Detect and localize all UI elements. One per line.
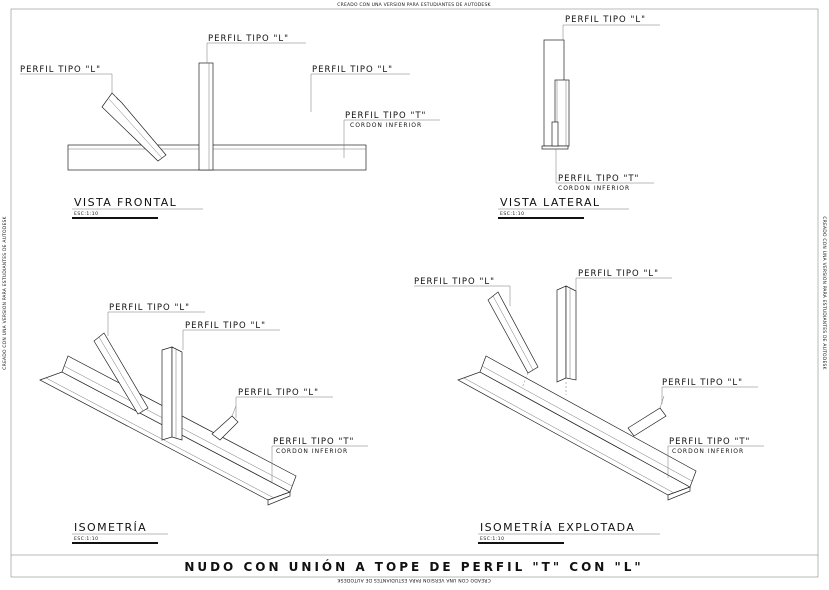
frontal-label-t-sub: CORDON INFERIOR — [350, 122, 422, 129]
exp-label-t-sub: CORDON INFERIOR — [672, 448, 744, 455]
frontal-vertical-l — [198, 62, 214, 171]
exp-label-l-b: PERFIL TIPO "L" — [578, 269, 659, 279]
frontal-t-chord — [67, 144, 367, 171]
watermark-bottom: CREADO CON UNA VERSION PARA ESTUDIANTES … — [336, 577, 490, 583]
view-lateral: PERFIL TIPO "L" PERFIL TIPO "T" CORDON I… — [498, 15, 660, 219]
iso-vertical-l — [161, 346, 173, 441]
watermark-right: CREADO CON UNA VERSION PARA ESTUDIANTES … — [821, 216, 827, 370]
exp-scale: ESC:1:10 — [480, 536, 504, 542]
iso-right-l — [211, 415, 239, 441]
lateral-label-l-top: PERFIL TIPO "L" — [565, 15, 646, 25]
frontal-label-t: PERFIL TIPO "T" — [345, 111, 426, 121]
lateral-scale: ESC:1:10 — [500, 211, 524, 217]
sheet-title: NUDO CON UNIÓN A TOPE DE PERFIL "T" CON … — [184, 559, 643, 574]
iso-scale: ESC:1:10 — [74, 536, 98, 542]
exp-label-t: PERFIL TIPO "T" — [669, 437, 750, 447]
exp-right-l — [627, 407, 667, 437]
frontal-label-l-top: PERFIL TIPO "L" — [208, 34, 289, 44]
frontal-label-l-left: PERFIL TIPO "L" — [20, 65, 101, 75]
frontal-label-l-right: PERFIL TIPO "L" — [312, 65, 393, 75]
exp-label-l-c: PERFIL TIPO "L" — [662, 378, 743, 388]
iso-label-l-b: PERFIL TIPO "L" — [185, 321, 266, 331]
watermark-left: CREADO CON UNA VERSION PARA ESTUDIANTES … — [2, 215, 8, 369]
frontal-scale: ESC:1:10 — [74, 211, 98, 217]
iso-label-l-a: PERFIL TIPO "L" — [109, 303, 190, 313]
exp-diagonal-l — [487, 291, 539, 374]
exp-vertical-l — [556, 285, 567, 383]
iso-label-t-sub: CORDON INFERIOR — [276, 448, 348, 455]
view-explotada: PERFIL TIPO "L" PERFIL TIPO "L" PERFIL T… — [414, 269, 764, 544]
exp-title: ISOMETRÍA EXPLOTADA — [480, 521, 635, 534]
iso-diagonal-l — [93, 332, 149, 415]
lateral-label-t-sub: CORDON INFERIOR — [558, 185, 630, 192]
iso-label-t: PERFIL TIPO "T" — [273, 437, 354, 447]
lateral-t-flange — [541, 145, 569, 150]
view-frontal: PERFIL TIPO "L" PERFIL TIPO "L" PERFIL T… — [20, 34, 440, 219]
iso-label-l-c: PERFIL TIPO "L" — [238, 388, 319, 398]
iso-title: ISOMETRÍA — [74, 521, 147, 534]
watermark-top: CREADO CON UNA VERSION PARA ESTUDIANTES … — [337, 2, 491, 8]
frontal-title: VISTA FRONTAL — [74, 196, 177, 209]
lateral-title: VISTA LATERAL — [500, 196, 600, 209]
exp-t-chord — [457, 371, 691, 496]
lateral-label-t: PERFIL TIPO "T" — [558, 174, 639, 184]
view-isometria: PERFIL TIPO "L" PERFIL TIPO "L" PERFIL T… — [39, 303, 368, 544]
exp-label-l-a: PERFIL TIPO "L" — [414, 277, 495, 287]
sheet-border — [10, 8, 819, 578]
